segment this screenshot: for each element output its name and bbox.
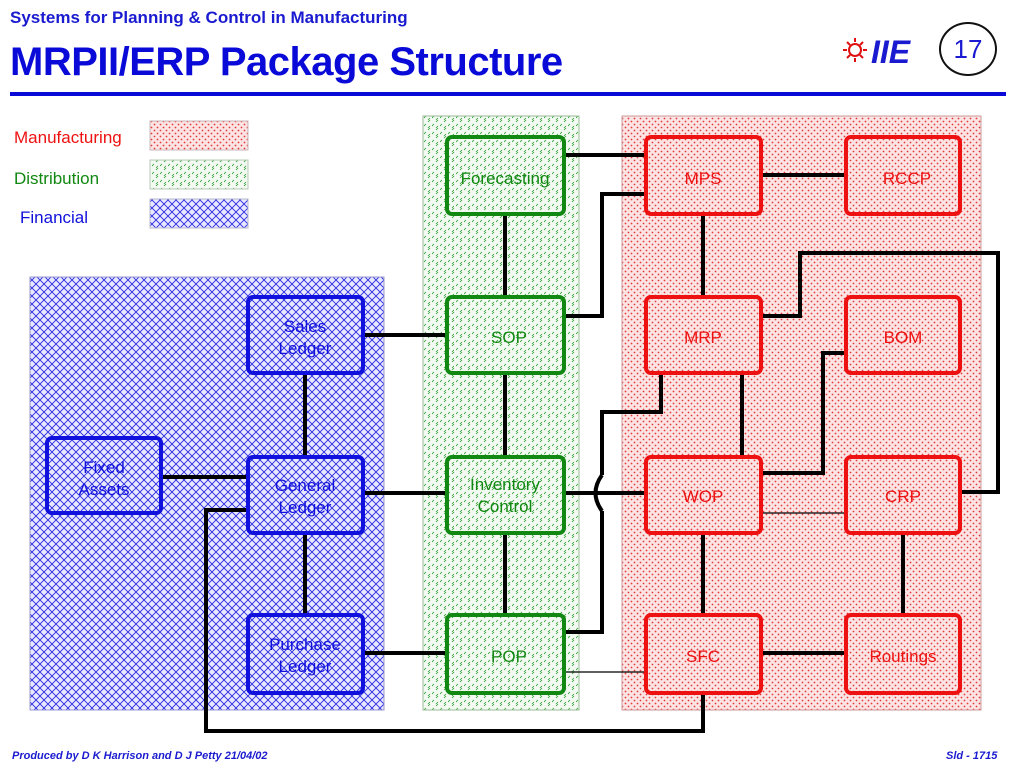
svg-text:Ledger: Ledger	[279, 498, 332, 517]
slide-number: 17	[939, 22, 997, 76]
logo-text: IIE	[871, 34, 912, 67]
module-fixed-assets[interactable]: Fixed Assets	[45, 436, 163, 515]
svg-text:MPS: MPS	[685, 169, 722, 188]
module-crp[interactable]: CRP	[844, 455, 962, 535]
page-title: MRPII/ERP Package Structure	[10, 40, 563, 84]
connector-bom-wop	[761, 351, 846, 475]
svg-text:CRP: CRP	[885, 487, 921, 506]
module-bom[interactable]: BOM	[844, 295, 962, 375]
svg-text:Control: Control	[478, 497, 533, 516]
module-sop[interactable]: SOP	[445, 295, 566, 375]
legend-manufacturing-label: Manufacturing	[14, 128, 122, 147]
module-forecasting[interactable]: Forecasting	[445, 135, 566, 216]
svg-text:Ledger: Ledger	[279, 339, 332, 358]
module-purchase-ledger[interactable]: Purchase Ledger	[246, 613, 365, 695]
svg-text:RCCP: RCCP	[883, 169, 931, 188]
module-inventory-control[interactable]: Inventory Control	[445, 455, 566, 535]
module-boxes: Forecasting SOP Inventory Control POP Sa…	[45, 135, 962, 695]
footer-slide-id: Sld - 1715	[946, 750, 998, 762]
svg-text:Ledger: Ledger	[279, 657, 332, 676]
iie-logo: IIE	[843, 33, 935, 67]
svg-text:General: General	[275, 476, 335, 495]
title-rule	[10, 92, 1006, 96]
svg-text:POP: POP	[491, 647, 527, 666]
connector-general-sfc	[204, 508, 705, 733]
module-rccp[interactable]: RCCP	[844, 135, 962, 216]
subtitle: Systems for Planning & Control in Manufa…	[10, 8, 408, 27]
module-pop[interactable]: POP	[445, 613, 566, 695]
svg-text:Fixed: Fixed	[83, 458, 125, 477]
connector-bridge-pop	[564, 511, 604, 634]
svg-text:MRP: MRP	[684, 328, 722, 347]
svg-text:SOP: SOP	[491, 328, 527, 347]
connector-mrp-pop	[600, 373, 663, 475]
svg-text:Routings: Routings	[869, 647, 936, 666]
module-mrp[interactable]: MRP	[644, 295, 763, 375]
legend-financial-swatch	[149, 198, 249, 229]
svg-text:WOP: WOP	[683, 487, 724, 506]
module-routings[interactable]: Routings	[844, 613, 962, 695]
connectors	[161, 153, 1000, 733]
svg-text:Sales: Sales	[284, 317, 327, 336]
legend-manufacturing-swatch	[149, 120, 249, 151]
module-sfc[interactable]: SFC	[644, 613, 763, 695]
connector-mrp-crp-loop	[761, 251, 1000, 494]
svg-text:Assets: Assets	[78, 480, 129, 499]
legend-distribution-swatch	[149, 159, 249, 190]
legend-distribution-label: Distribution	[14, 169, 100, 188]
module-general-ledger[interactable]: General Ledger	[246, 455, 365, 535]
legend-financial-label: Financial	[20, 208, 89, 227]
footer-credit: Produced by D K Harrison and D J Petty 2…	[12, 750, 268, 762]
module-sales-ledger[interactable]: Sales Ledger	[246, 295, 365, 375]
svg-text:BOM: BOM	[884, 328, 923, 347]
connector-sop-mps	[564, 192, 646, 318]
svg-text:Purchase: Purchase	[269, 635, 341, 654]
gear-icon	[843, 38, 867, 62]
module-wop[interactable]: WOP	[644, 455, 763, 535]
svg-text:SFC: SFC	[686, 647, 720, 666]
svg-text:Forecasting: Forecasting	[461, 169, 550, 188]
module-mps[interactable]: MPS	[644, 135, 763, 216]
svg-text:Inventory: Inventory	[470, 475, 540, 494]
